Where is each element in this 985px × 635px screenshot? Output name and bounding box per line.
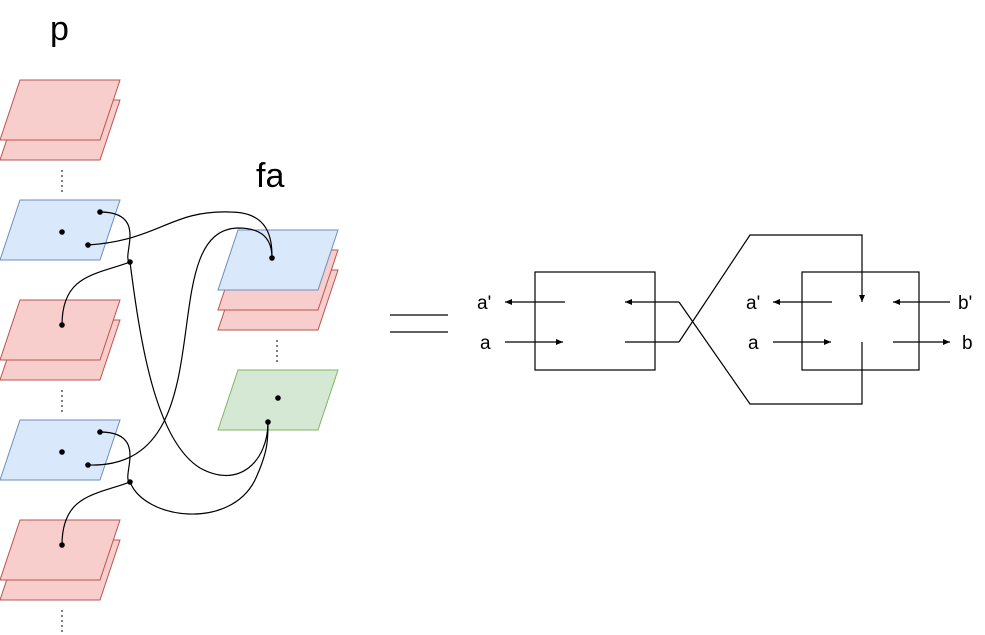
p-blue-sheet-1 [0,199,121,261]
wire-blue2-to-fa-blue [87,227,273,466]
p-red-sheet-pair-2 [0,299,121,381]
left-box-top-output-label: a' [477,293,491,314]
wires [61,211,273,546]
right-box [801,271,920,371]
fa-label: fa [256,157,284,195]
cross-wire-lower [678,301,863,405]
p-blue-sheet-2 [0,419,121,481]
p-red-sheet-pair-3 [0,519,121,601]
connection-dots [59,209,281,548]
right-box-bottom-input-label: a [748,333,759,354]
wire-junction1-to-fa-green [129,261,269,477]
wire-junction1-to-red2 [61,261,131,326]
left-box [534,271,656,371]
fa-blue-sheet [217,229,339,291]
p-label: p [50,10,69,48]
equals-sign [390,314,448,333]
p-red-sheet-pair-1 [0,79,121,161]
right-box-top-output-label: a' [746,293,760,314]
right-box-top-input-label: b' [958,293,972,314]
wire-blue2-to-junction2 [99,431,131,483]
wire-blue1-to-fa-blue [87,211,273,259]
wire-blue1-to-junction1 [99,211,131,263]
left-box-bottom-input-label: a [480,333,491,354]
cross-wire-upper [678,234,865,343]
wire-junction2-to-fa-green [129,421,269,515]
right-box-bottom-output-label: b [962,333,973,354]
wire-junction2-to-red3 [61,481,131,546]
